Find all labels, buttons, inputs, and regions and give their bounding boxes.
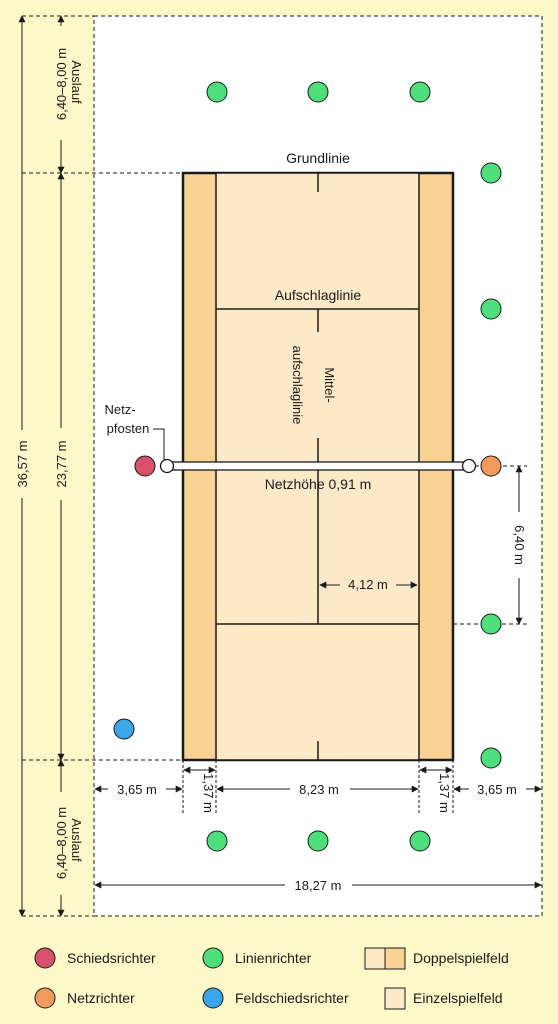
net-judge	[480, 455, 502, 477]
legend-label: Schiedsrichter	[67, 950, 156, 966]
runoff-bottom-label: Auslauf	[69, 818, 84, 862]
net-post-leader	[153, 428, 165, 460]
line-judge	[480, 162, 502, 184]
dim-total-length-label: 36,57 m	[15, 441, 30, 488]
line-judge	[307, 830, 329, 852]
legend-swatch-feldschiedsrichter	[202, 987, 224, 1009]
net	[166, 461, 470, 471]
net-post-left	[159, 458, 175, 474]
dim-alley-right-label: 1,37 m	[437, 773, 452, 813]
legend-swatch-schiedsrichter	[34, 947, 56, 969]
runoff-top-range: 6,40–8,00 m	[54, 48, 69, 120]
officials	[113, 81, 502, 852]
line-judge	[206, 81, 228, 103]
net-post-right	[461, 458, 477, 474]
dim-side-run-right-label: 3,65 m	[477, 782, 517, 797]
line-judge	[480, 613, 502, 635]
label-mittel-2: aufschlaglinie	[290, 346, 305, 425]
label-mittel-1: Mittel-	[322, 367, 337, 402]
legend-label: Netzrichter	[67, 990, 135, 1006]
legend-swatch-doppel-b	[384, 947, 406, 970]
legend-label: Feldschiedsrichter	[235, 990, 349, 1006]
label-netz-1: Netz-	[104, 402, 135, 417]
legend: Schiedsrichter Linienrichter Doppelspiel…	[34, 947, 509, 1010]
dim-singles-label: 8,23 m	[299, 782, 339, 797]
label-grundlinie: Grundlinie	[286, 150, 350, 166]
dim-half-service-label: 4,12 m	[348, 577, 388, 592]
label-aufschlaglinie: Aufschlaglinie	[275, 287, 362, 303]
dim-court-length-label: 23,77 m	[54, 441, 69, 488]
umpire	[134, 455, 156, 477]
line-judge	[307, 81, 329, 103]
dim-net-service-label: 6,40 m	[512, 525, 527, 565]
legend-label: Doppelspielfeld	[413, 950, 509, 966]
line-judge	[409, 830, 431, 852]
field-umpire	[113, 718, 135, 740]
legend-label: Einzelspielfeld	[413, 990, 503, 1006]
dim-alley-left-label: 1,37 m	[201, 773, 216, 813]
label-netzhoehe: Netzhöhe 0,91 m	[265, 476, 372, 492]
dim-total-width-label: 18,27 m	[295, 878, 342, 893]
mittel-label-bg	[286, 332, 338, 438]
legend-swatch-netzrichter	[34, 987, 56, 1009]
dim-half-service-bg	[340, 575, 396, 593]
line-judge	[409, 81, 431, 103]
runoff-bottom-range: 6,40–8,00 m	[54, 807, 69, 879]
line-judge	[480, 747, 502, 769]
legend-label: Linienrichter	[235, 950, 312, 966]
legend-swatch-doppel-a	[364, 947, 386, 970]
legend-swatch-linienrichter	[202, 947, 224, 969]
line-judge	[206, 830, 228, 852]
legend-swatch-einzel	[384, 987, 406, 1010]
label-netz-2: pfosten	[107, 421, 150, 436]
line-judge	[480, 298, 502, 320]
runoff-top-label: Auslauf	[69, 60, 84, 104]
dim-side-run-left-label: 3,65 m	[117, 782, 157, 797]
